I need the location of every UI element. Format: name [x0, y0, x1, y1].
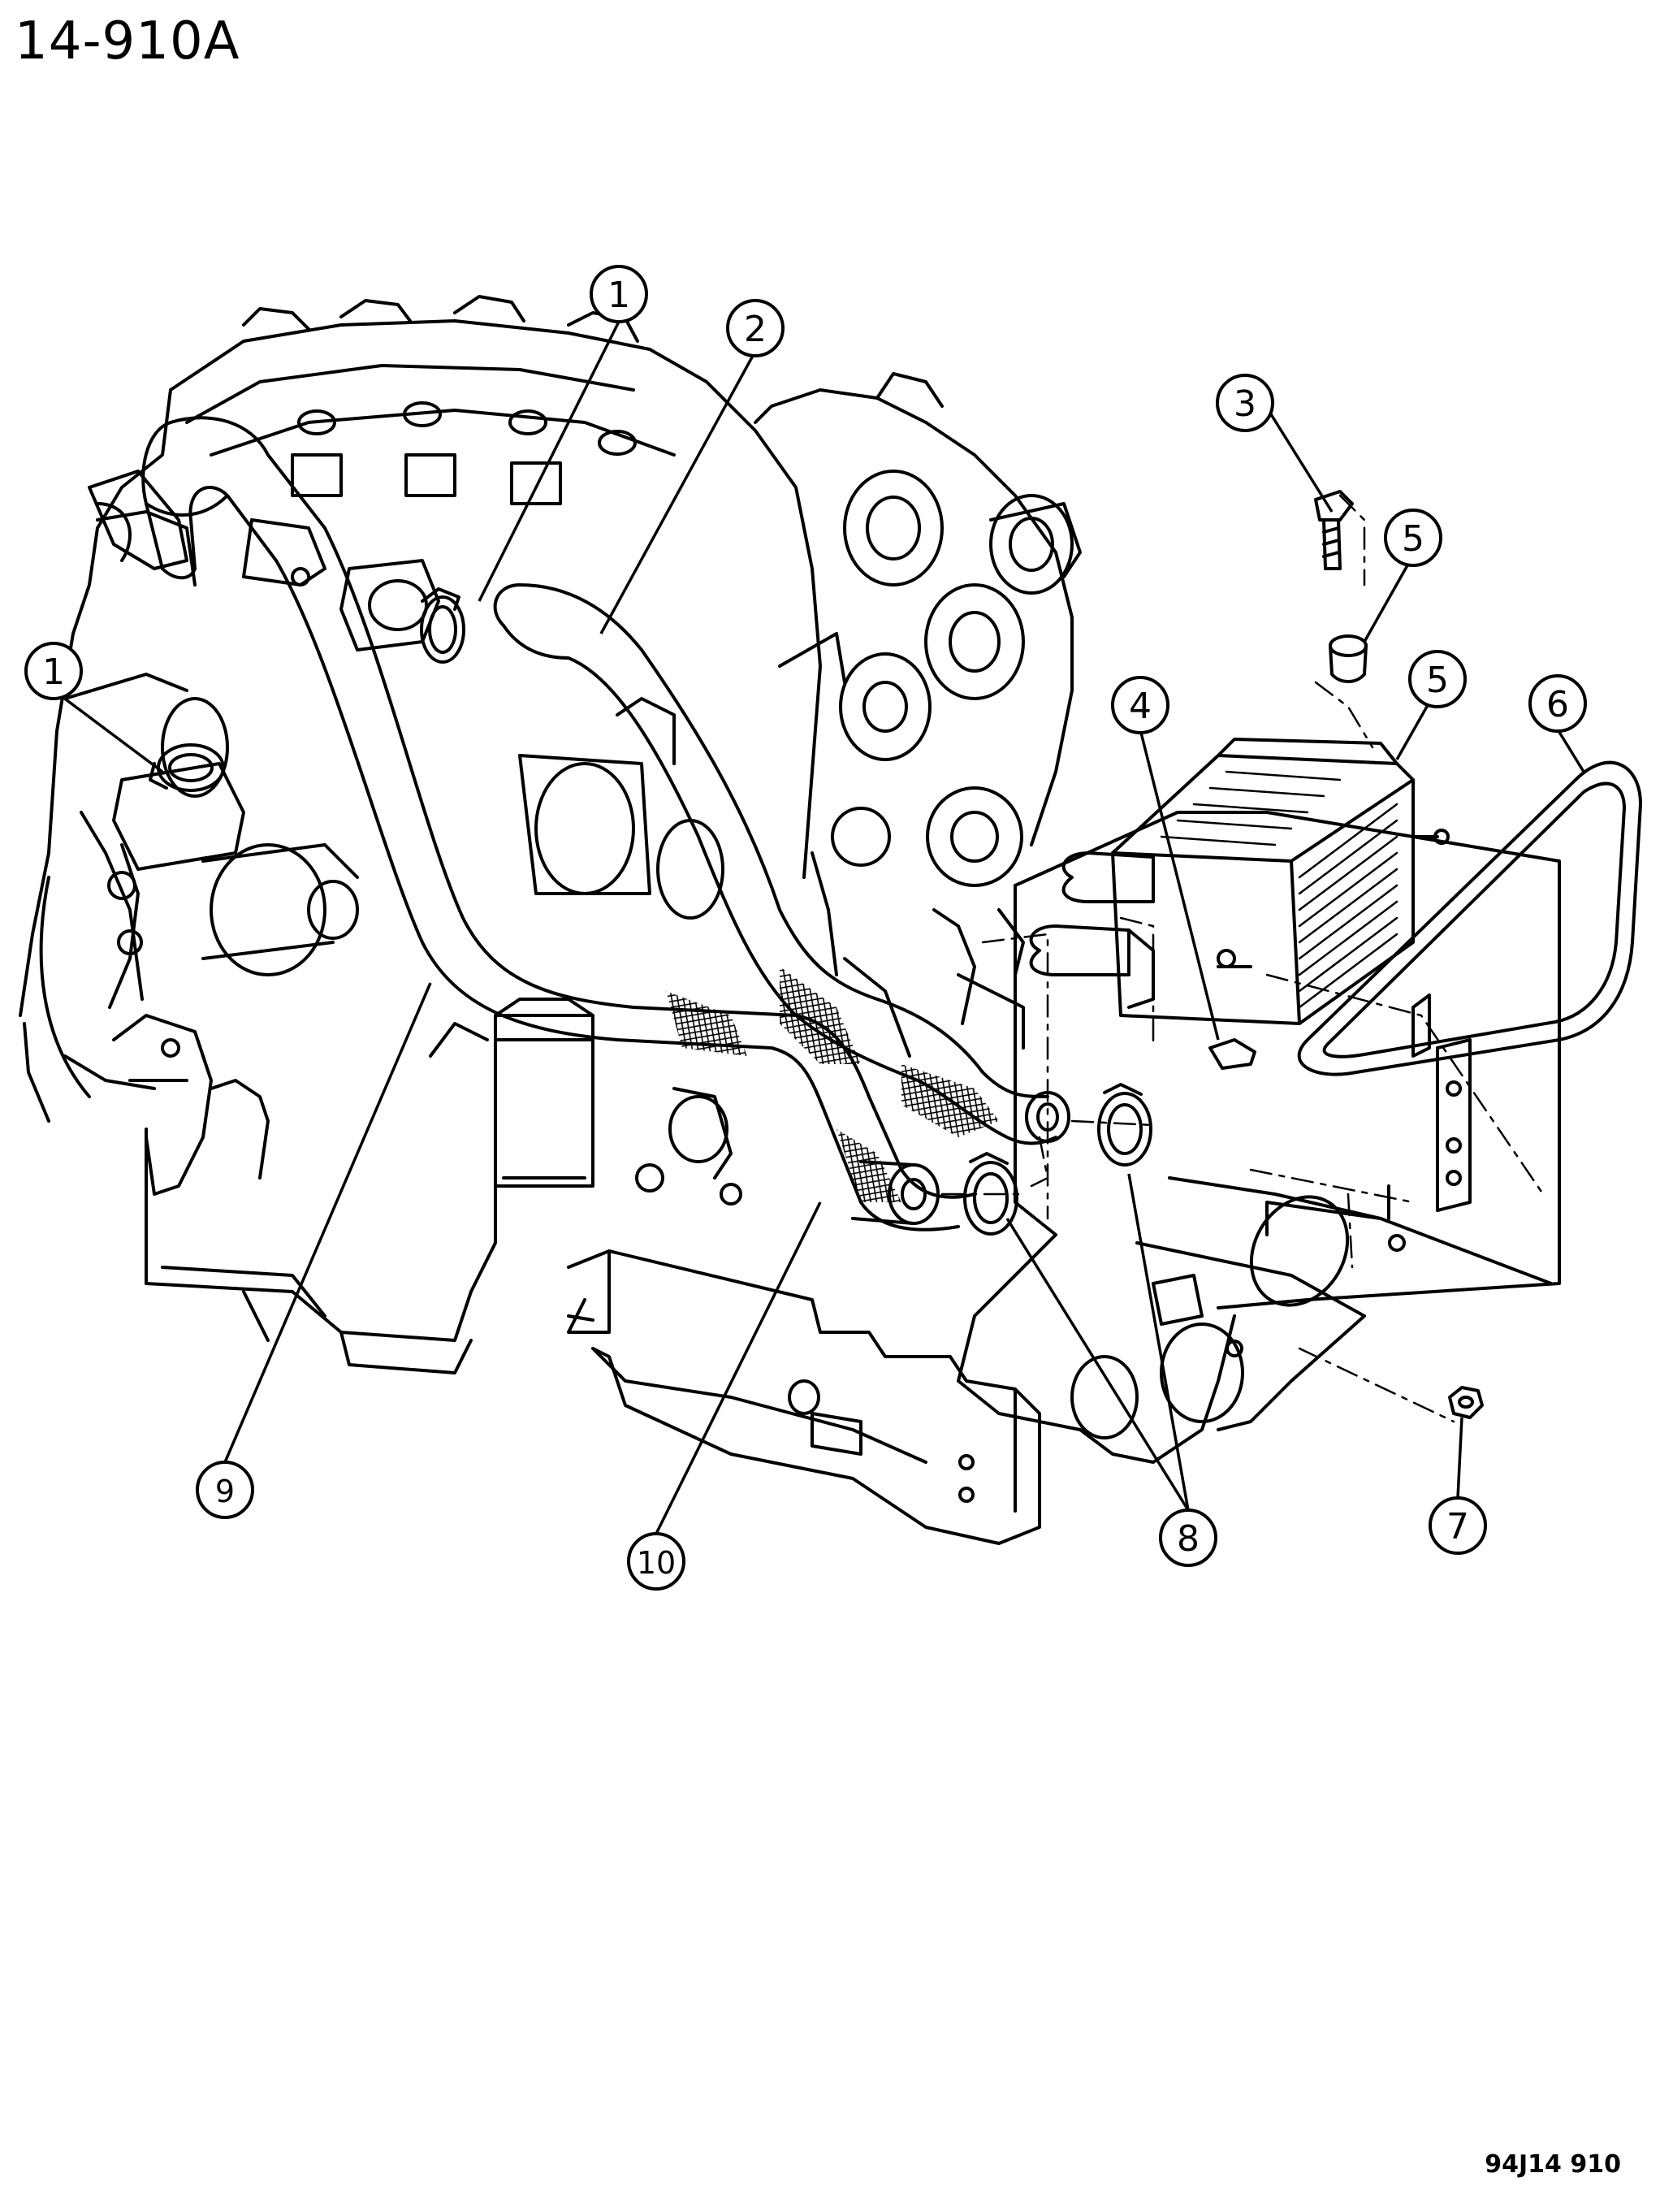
diagram-number: 14-910A — [15, 11, 240, 71]
svg-text:7: 7 — [1446, 1506, 1469, 1548]
grommet-5 — [1329, 634, 1368, 683]
svg-text:6: 6 — [1546, 684, 1569, 725]
hose-clamp-upper — [420, 587, 465, 664]
callout-2: 2 — [726, 299, 785, 357]
callout-6: 5 — [1408, 650, 1467, 708]
svg-text:10: 10 — [637, 1545, 676, 1581]
heater-hose-11-end — [851, 1160, 940, 1225]
leader-lines — [61, 321, 1585, 1535]
hose-mesh-sleeves — [666, 967, 999, 1202]
svg-text:4: 4 — [1129, 686, 1152, 727]
svg-text:5: 5 — [1426, 660, 1449, 701]
lower-bracket-rail — [567, 1249, 1041, 1545]
svg-text:3: 3 — [1234, 383, 1256, 425]
callout-7: 6 — [1528, 674, 1587, 733]
bolt-3 — [1314, 490, 1354, 570]
heater-hose-10 — [141, 416, 976, 1232]
seal-gasket-7 — [1297, 760, 1642, 1076]
callout-10: 9 — [196, 1461, 254, 1519]
callout-3: 3 — [1216, 374, 1274, 432]
svg-text:8: 8 — [1177, 1518, 1200, 1560]
svg-text:2: 2 — [744, 309, 767, 350]
callout-9: 8 — [1159, 1509, 1217, 1567]
callout-4: 4 — [1111, 676, 1169, 734]
callout-1-left: 1 — [24, 642, 83, 700]
hose-clamp-9b — [1097, 1083, 1152, 1167]
nut-8 — [1448, 1386, 1484, 1419]
engine-block — [19, 295, 1082, 1374]
assembly-centerlines — [940, 494, 1545, 1423]
figure-code: 94J14 910 — [1485, 2150, 1621, 2179]
svg-text:9: 9 — [215, 1474, 235, 1509]
svg-text:5: 5 — [1402, 518, 1424, 560]
callout-5: 5 — [1384, 509, 1442, 567]
callout-11: 10 — [627, 1532, 685, 1591]
clip-4 — [1208, 1038, 1256, 1070]
svg-text:1: 1 — [42, 651, 65, 693]
callout-8: 7 — [1429, 1496, 1487, 1555]
heater-core-assembly — [1029, 738, 1450, 1025]
svg-text:1: 1 — [607, 275, 630, 316]
callout-1-upper: 1 — [590, 265, 648, 323]
